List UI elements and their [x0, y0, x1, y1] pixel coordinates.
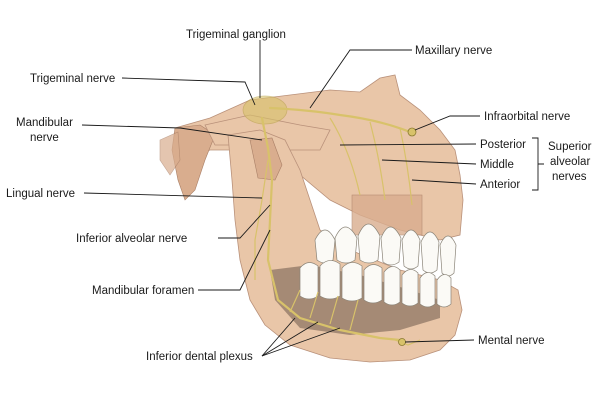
label-infraorbital-nerve: Infraorbital nerve — [484, 111, 570, 123]
leader-mental-nerve — [404, 339, 475, 343]
leader-lines — [81, 40, 544, 357]
leader-anterior — [411, 179, 477, 185]
trigeminal-ganglion — [242, 95, 288, 125]
infraorbital-foramen — [407, 127, 417, 137]
leader-middle — [381, 159, 477, 165]
label-inferior-alveolar-nerve: Inferior alveolar nerve — [76, 233, 187, 245]
leader-trigeminal-nerve — [121, 77, 256, 106]
dental-plexus-path — [289, 289, 359, 331]
leader-lingual-nerve — [83, 192, 263, 199]
label-inferior-dental-plexus: Inferior dental plexus — [146, 351, 253, 363]
leader-posterior — [339, 143, 477, 146]
label-lingual-nerve: Lingual nerve — [6, 188, 75, 200]
leader-dental-plexus-3 — [261, 327, 341, 357]
label-trigeminal-nerve: Trigeminal nerve — [30, 73, 115, 85]
label-trigeminal-ganglion: Trigeminal ganglion — [186, 29, 286, 41]
middle-sup-alveolar-path — [369, 121, 386, 201]
lower-teeth — [299, 260, 452, 308]
leader-maxillary-nerve — [309, 49, 412, 109]
label-maxillary-nerve: Maxillary nerve — [415, 45, 492, 57]
superior-alveolar-bracket — [532, 137, 544, 191]
upper-teeth — [314, 194, 457, 277]
nerve-paths — [254, 106, 421, 346]
labels: Trigeminal ganglion Maxillary nerve Trig… — [6, 29, 592, 363]
label-mandibular-foramen: Mandibular foramen — [92, 285, 194, 297]
leader-mandibular-nerve — [81, 124, 263, 141]
label-posterior: Posterior — [480, 139, 526, 151]
anterior-sup-alveolar-path — [399, 127, 413, 206]
label-superior-alveolar-3: nerves — [552, 171, 587, 183]
label-anterior: Anterior — [480, 179, 520, 191]
label-superior-alveolar-1: Superior — [548, 141, 592, 153]
mental-foramen — [398, 338, 406, 346]
leader-inferior-alveolar — [218, 204, 271, 239]
maxillary-nerve-path — [268, 106, 412, 134]
leader-infraorbital-nerve — [414, 115, 480, 131]
posterior-sup-alveolar-path — [329, 117, 361, 196]
label-mental-nerve: Mental nerve — [478, 335, 544, 347]
label-mandibular-nerve-1: Mandibular — [16, 117, 73, 129]
label-superior-alveolar-2: alveolar — [550, 156, 590, 168]
label-middle: Middle — [480, 159, 514, 171]
leader-dental-plexus-1 — [261, 317, 296, 357]
label-mandibular-nerve-2: nerve — [30, 132, 59, 144]
leader-dental-plexus-2 — [261, 321, 319, 357]
mandibular-nerve-path — [260, 116, 402, 342]
leader-mandibular-foramen — [198, 229, 271, 291]
